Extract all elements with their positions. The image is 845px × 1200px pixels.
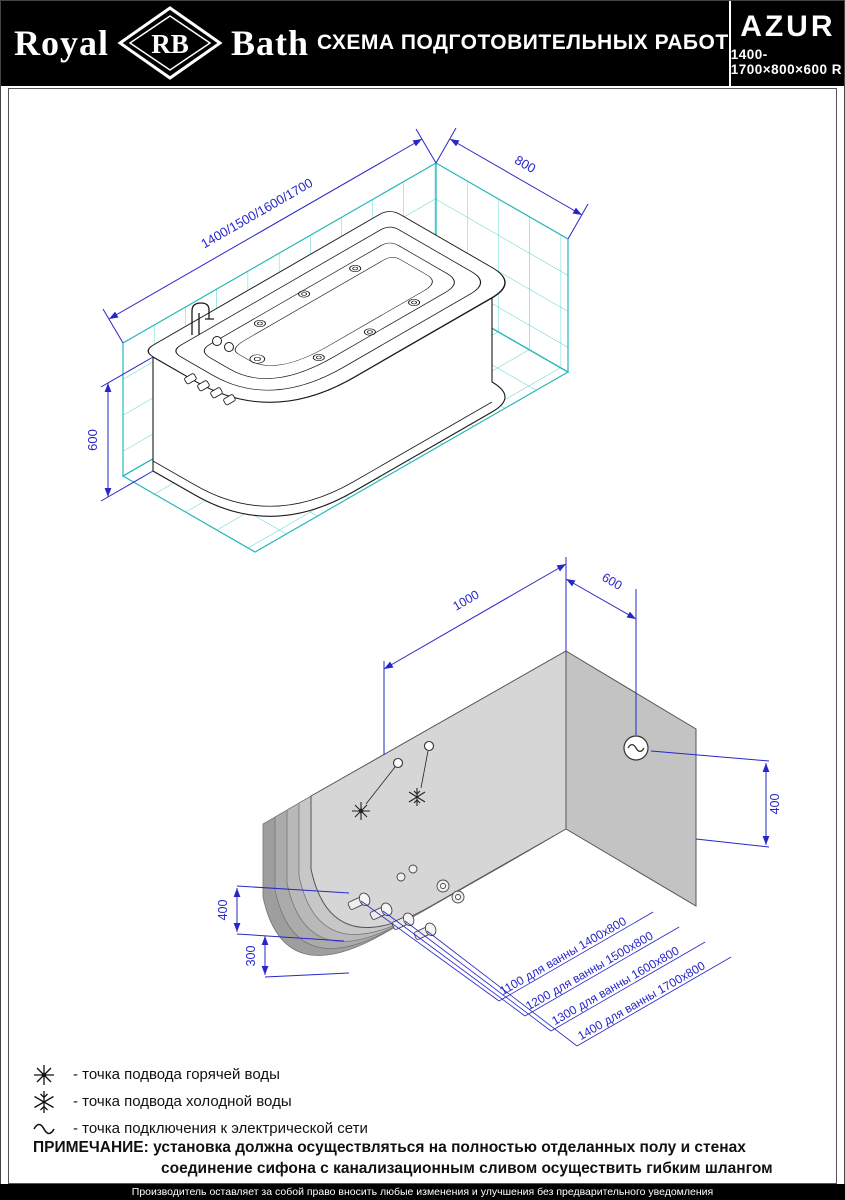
dim-length-label: 1400/1500/1600/1700 <box>198 175 315 251</box>
legend-row-hot: - точка подвода горячей воды <box>31 1061 368 1088</box>
legend: - точка подвода горячей воды - точка под… <box>31 1061 368 1142</box>
apron-base-line <box>152 401 493 507</box>
legend-power-text: - точка подключения к электрической сети <box>73 1120 368 1137</box>
header-model-block: AZUR 1400-1700×800×600 R <box>728 0 845 86</box>
bottom-dimensions <box>233 557 770 978</box>
block-front-face <box>310 650 567 928</box>
note-line1: ПРИМЕЧАНИЕ: установка должна осуществлят… <box>33 1137 823 1158</box>
installation-block <box>262 650 697 956</box>
drain-hole <box>249 354 266 364</box>
brand-word-royal: Royal <box>14 23 109 63</box>
legend-hot-text: - точка подвода горячей воды <box>73 1066 280 1083</box>
note-line2: соединение сифона с канализационным слив… <box>161 1160 773 1177</box>
legend-cold-text: - точка подвода холодной воды <box>73 1093 292 1110</box>
faucet <box>184 302 236 406</box>
model-name: AZUR <box>740 9 836 43</box>
cold-water-icon <box>34 1090 54 1113</box>
technical-drawing: 1400/1500/1600/1700 800 600 <box>85 127 782 1047</box>
brand-logo: Royal RB Bath <box>0 5 317 81</box>
header: Royal RB Bath СХЕМА ПОДГОТОВИТЕЛЬНЫХ РАБ… <box>0 0 845 86</box>
dim-400-left-label: 400 <box>216 900 230 921</box>
drain-hole-center <box>253 356 261 362</box>
legend-row-power: - точка подключения к электрической сети <box>31 1115 368 1142</box>
cold-water-point <box>423 740 435 752</box>
drawing-frame: 1400/1500/1600/1700 800 600 <box>8 88 837 1184</box>
bathtub <box>147 211 506 517</box>
power-icon <box>33 1123 55 1134</box>
model-size: 1400-1700×800×600 R <box>730 46 843 77</box>
block-right-face <box>565 650 697 907</box>
hot-water-icon <box>34 1064 54 1085</box>
dim-width-label: 800 <box>512 152 538 176</box>
legend-row-cold: - точка подвода холодной воды <box>31 1088 368 1115</box>
brand-word-bath: Bath <box>231 23 310 63</box>
dim-600-label: 600 <box>599 570 624 593</box>
note-label: ПРИМЕЧАНИЕ: <box>33 1139 149 1156</box>
dim-300-label: 300 <box>244 946 258 967</box>
hot-water-icon <box>352 766 396 820</box>
rb-diamond-icon: RB <box>117 6 223 80</box>
dim-height-label: 600 <box>85 429 100 451</box>
cold-water-icon <box>408 750 429 806</box>
size-leader-labels: 1100 для ванны 1400x800 1200 для ванны 1… <box>360 900 732 1047</box>
rb-logo-text: RB <box>151 29 189 59</box>
top-dimensions <box>100 127 589 502</box>
header-title: СХЕМА ПОДГОТОВИТЕЛЬНЫХ РАБОТ <box>317 31 729 54</box>
note-line1-text: установка должна осуществляться на полно… <box>153 1139 746 1156</box>
dim-400-right-label: 400 <box>768 794 782 815</box>
dim-1000-label: 1000 <box>450 587 481 613</box>
hot-water-point <box>392 757 404 769</box>
installation-note: ПРИМЕЧАНИЕ: установка должна осуществлят… <box>33 1137 823 1179</box>
footer-disclaimer: Производитель оставляет за собой право в… <box>0 1184 845 1200</box>
power-tilde-icon <box>627 743 645 753</box>
